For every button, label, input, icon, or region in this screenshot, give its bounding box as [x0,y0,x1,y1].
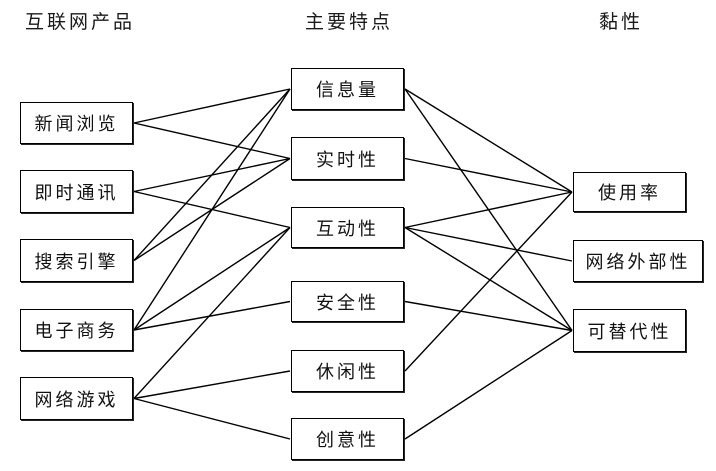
edge-e-commerce--info-volume [133,88,291,331]
column-header-products: 互联网产品 [25,11,136,33]
node-leisure: 休闲性 [291,350,404,392]
node-label: 安全性 [316,292,379,314]
edge-creativity--substitutability [404,329,573,440]
edge-news-browsing--real-time [133,122,291,160]
node-interactivity: 互动性 [291,207,404,248]
edge-news-browsing--info-volume [133,88,291,124]
edge-real-time--usage-rate [404,157,573,193]
node-network-externality: 网络外部性 [573,240,703,282]
node-security: 安全性 [291,281,404,322]
node-label: 互动性 [316,218,379,240]
column-header-features: 主要特点 [305,11,394,33]
node-online-gaming: 网络游戏 [20,377,133,420]
node-label: 信息量 [316,80,379,101]
node-instant-messaging: 即时通讯 [20,170,133,213]
edge-info-volume--usage-rate [404,88,573,193]
node-search-engine: 搜索引擎 [20,239,133,282]
node-label: 搜索引擎 [34,251,119,273]
edge-online-gaming--interactivity [133,227,291,399]
edge-security--substitutability [404,300,573,332]
node-label: 网络游戏 [34,389,119,411]
edge-leisure--usage-rate [404,191,573,372]
node-real-time: 实时性 [291,137,404,180]
edge-online-gaming--creativity [133,397,291,440]
node-label: 新闻浏览 [34,114,119,135]
node-label: 休闲性 [316,362,379,383]
column-header-stickiness: 黏性 [599,11,644,33]
edge-online-gaming--leisure [133,370,291,400]
node-label: 实时性 [316,149,379,171]
edge-e-commerce--interactivity [133,226,291,331]
edge-search-engine--info-volume [133,88,291,261]
node-label: 网络外部性 [585,252,691,273]
edge-interactivity--usage-rate [404,191,573,229]
edge-interactivity--network-externality [404,226,573,262]
node-e-commerce: 电子商务 [20,309,133,351]
edge-interactivity--substitutability [404,226,573,332]
edge-e-commerce--security [133,300,291,331]
node-label: 使用率 [598,183,661,204]
node-info-volume: 信息量 [291,68,404,110]
node-label: 可替代性 [587,321,672,343]
node-label: 即时通讯 [34,182,119,204]
node-usage-rate: 使用率 [573,172,686,212]
node-label: 创意性 [316,430,379,451]
node-label: 电子商务 [34,321,119,342]
node-creativity: 创意性 [291,418,404,460]
node-news-browsing: 新闻浏览 [20,102,133,144]
node-substitutability: 可替代性 [573,309,686,352]
